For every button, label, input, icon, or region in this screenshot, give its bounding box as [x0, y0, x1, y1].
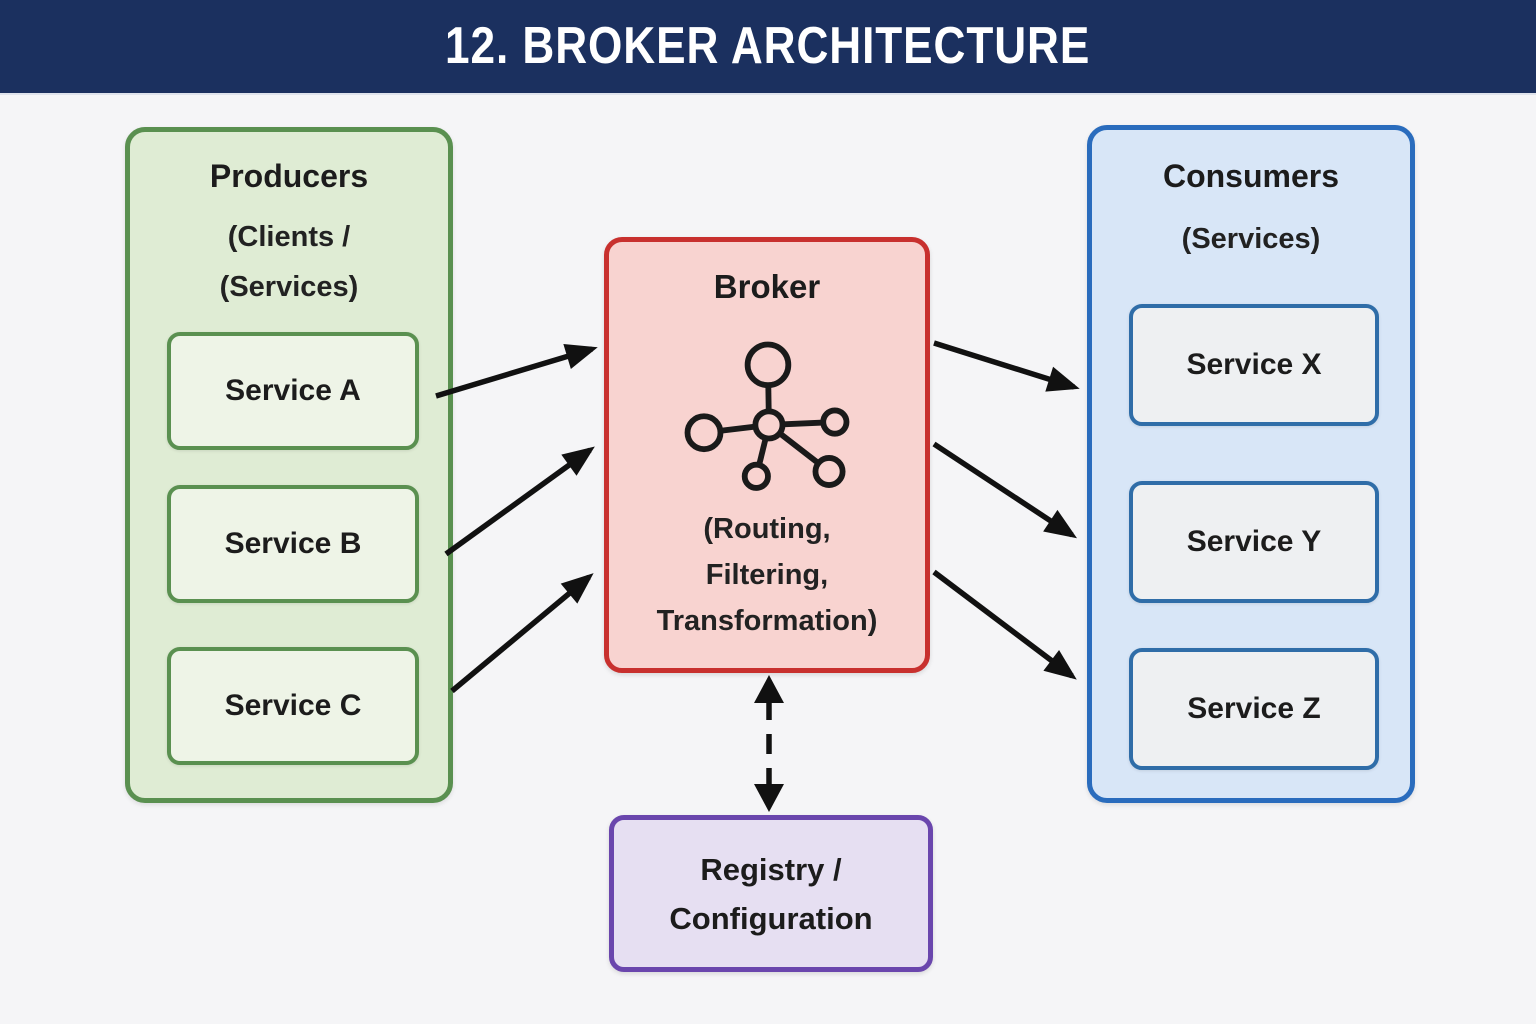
- service-z-label: Service Z: [1187, 692, 1321, 725]
- service-b-label: Service B: [224, 527, 362, 560]
- producers-subtitle-line2: (Services): [219, 271, 359, 303]
- broker-caption-line2: Filtering,: [705, 559, 829, 591]
- producers-title: Producers: [209, 158, 369, 194]
- arrow-broker-to-service-y: [932, 441, 1078, 539]
- broker-caption: (Routing, Filtering, Transformation): [609, 506, 925, 644]
- consumers-subtitle: (Services): [1181, 223, 1321, 255]
- service-x-label: Service X: [1186, 348, 1322, 381]
- page-title: 12. BROKER ARCHITECTURE: [445, 17, 1091, 76]
- producers-group: Producers (Clients / (Services) Service …: [125, 127, 453, 803]
- consumers-group: Consumers (Services) Service X Service Y…: [1087, 125, 1415, 803]
- service-c-label: Service C: [224, 689, 362, 722]
- broker-caption-line1: (Routing,: [703, 513, 831, 545]
- arrow-broker-to-service-x: [933, 340, 1080, 392]
- arrow-broker-registry-head-up: [754, 675, 784, 703]
- consumers-title: Consumers: [1162, 158, 1340, 194]
- service-b-node: Service B: [167, 485, 419, 603]
- service-c-node: Service C: [167, 647, 419, 765]
- broker-node: Broker (Routing, Filtering, Transformati: [604, 237, 930, 673]
- broker-caption-line3: Transformation): [656, 605, 878, 637]
- arrow-service-a-to-broker: [435, 344, 598, 399]
- arrow-service-b-to-broker: [444, 446, 595, 557]
- service-a-node: Service A: [167, 332, 419, 450]
- registry-title-line1: Registry /: [700, 851, 842, 887]
- service-a-label: Service A: [225, 374, 361, 407]
- arrow-broker-to-service-z: [932, 569, 1077, 680]
- arrow-service-c-to-broker: [450, 573, 594, 694]
- service-y-label: Service Y: [1186, 525, 1322, 558]
- registry-title-line2: Configuration: [669, 900, 873, 936]
- service-x-node: Service X: [1129, 304, 1379, 426]
- title-bar: 12. BROKER ARCHITECTURE: [0, 0, 1536, 95]
- service-z-node: Service Z: [1129, 648, 1379, 770]
- producers-subtitle: (Clients / (Services): [130, 212, 448, 312]
- registry-node: Registry / Configuration: [609, 815, 933, 972]
- service-y-node: Service Y: [1129, 481, 1379, 603]
- broker-title: Broker: [713, 268, 821, 305]
- producers-subtitle-line1: (Clients /: [227, 221, 351, 253]
- arrow-broker-registry-head-down: [754, 784, 784, 812]
